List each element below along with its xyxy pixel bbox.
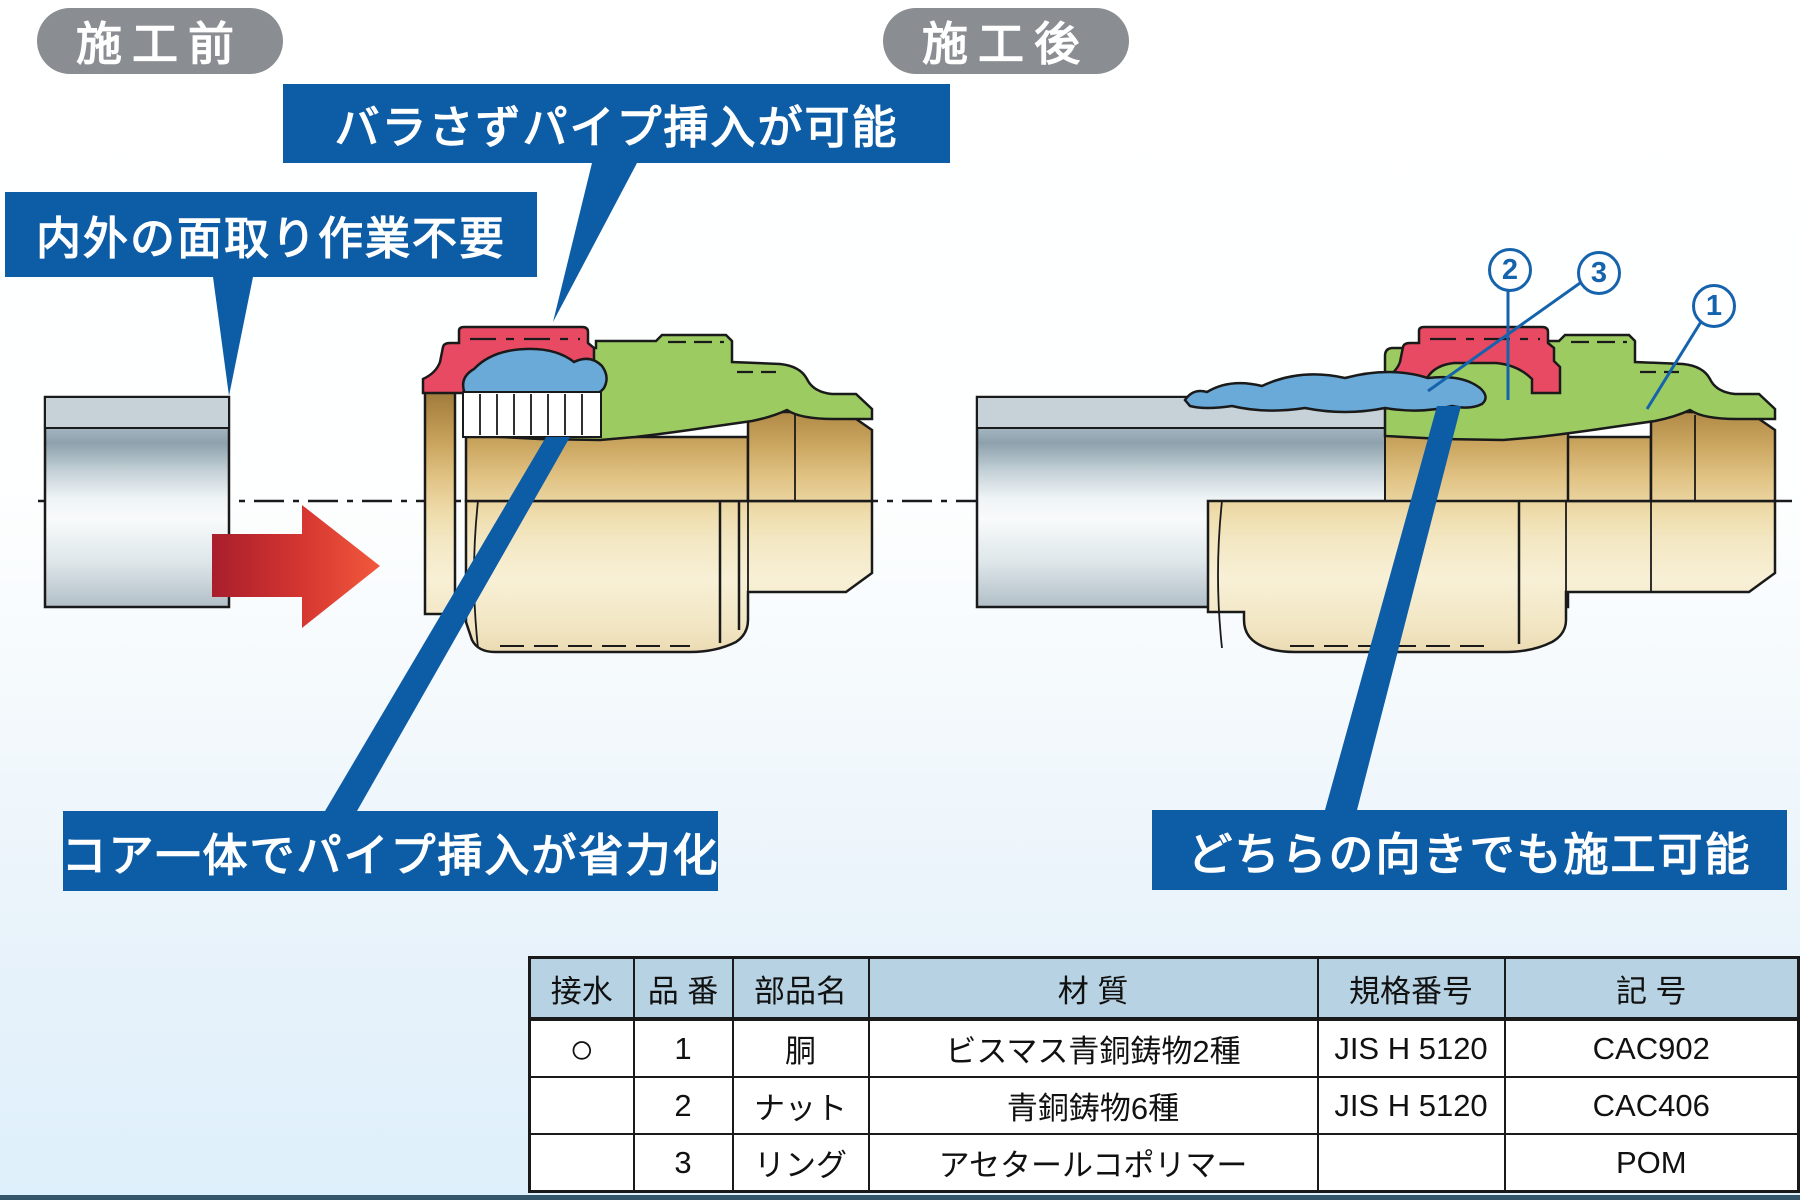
pointer-no-chamfer <box>213 277 253 396</box>
table-row-nut: 2 ナット 青銅鋳物6種 JIS H 5120 CAC406 <box>528 1076 1800 1135</box>
cell-water-contact <box>528 1133 635 1193</box>
bottom-rule <box>0 1195 1800 1200</box>
leader-core-callout <box>325 437 570 811</box>
callout-no-chamfer: 内外の面取り作業不要 <box>5 192 537 277</box>
pipe-before <box>43 395 231 609</box>
cell-water-contact <box>528 1076 635 1135</box>
part-marker-3: 3 <box>1577 251 1621 295</box>
cell-symbol: POM <box>1503 1133 1800 1193</box>
cell-partno: 3 <box>632 1133 734 1193</box>
badge-before: 施工前 <box>37 8 283 74</box>
cell-partname: 胴 <box>731 1018 870 1078</box>
table-row-ring: 3 リング アセタールコポリマー POM <box>528 1133 1800 1193</box>
column-header-partno: 品 番 <box>632 956 734 1021</box>
fitting-before-lower-body <box>464 499 874 654</box>
fitting-after-lower-body <box>1206 499 1777 654</box>
pointer-no-disassembly <box>553 163 637 322</box>
column-header-partname: 部品名 <box>731 956 870 1021</box>
fitting-before-collar <box>423 390 457 616</box>
cell-symbol: CAC406 <box>1503 1076 1800 1135</box>
cell-standard: JIS H 5120 <box>1316 1076 1506 1135</box>
table-row-body: ○ 1 胴 ビスマス青銅鋳物2種 JIS H 5120 CAC902 <box>528 1018 1800 1078</box>
callout-core-integrated: コア一体でパイプ挿入が省力化 <box>62 811 718 891</box>
cell-water-contact: ○ <box>528 1018 635 1078</box>
cell-material: アセタールコポリマー <box>867 1133 1319 1193</box>
column-header-material: 材 質 <box>867 956 1319 1021</box>
fitting-before-thread <box>746 410 874 503</box>
callout-either-direction: どちらの向きでも施工可能 <box>1152 810 1787 890</box>
cell-material: ビスマス青銅鋳物2種 <box>867 1018 1319 1078</box>
parts-table: 接水 品 番 部品名 材 質 規格番号 記 号 ○ 1 胴 ビスマス青銅鋳物2種… <box>528 956 1800 1193</box>
badge-after: 施工後 <box>883 8 1129 74</box>
column-header-symbol: 記 号 <box>1503 956 1800 1021</box>
cell-partno: 2 <box>632 1076 734 1135</box>
fitting-before-tube <box>464 435 750 503</box>
cell-partname: ナット <box>731 1076 870 1135</box>
cell-material: 青銅鋳物6種 <box>867 1076 1319 1135</box>
fitting-before <box>421 325 874 654</box>
callout-no-disassembly: バラさずパイプ挿入が可能 <box>283 84 950 163</box>
leader-direction-callout <box>1325 406 1461 810</box>
fitting-after <box>1183 325 1777 654</box>
cell-partno: 1 <box>632 1018 734 1078</box>
cell-partname: リング <box>731 1133 870 1193</box>
cell-symbol: CAC902 <box>1503 1018 1800 1078</box>
cell-standard <box>1316 1133 1506 1193</box>
insertion-arrow-icon <box>212 505 380 628</box>
table-header-row: 接水 品 番 部品名 材 質 規格番号 記 号 <box>528 956 1800 1021</box>
part-marker-1: 1 <box>1692 284 1736 328</box>
part-marker-2: 2 <box>1488 248 1532 292</box>
fitting-after-thread <box>1649 410 1777 503</box>
core-part <box>462 391 602 438</box>
cell-standard: JIS H 5120 <box>1316 1018 1506 1078</box>
fitting-after-tube <box>1566 435 1653 503</box>
ring-part-after <box>1183 370 1487 414</box>
column-header-standard: 規格番号 <box>1316 956 1506 1021</box>
column-header-water: 接水 <box>528 956 635 1021</box>
